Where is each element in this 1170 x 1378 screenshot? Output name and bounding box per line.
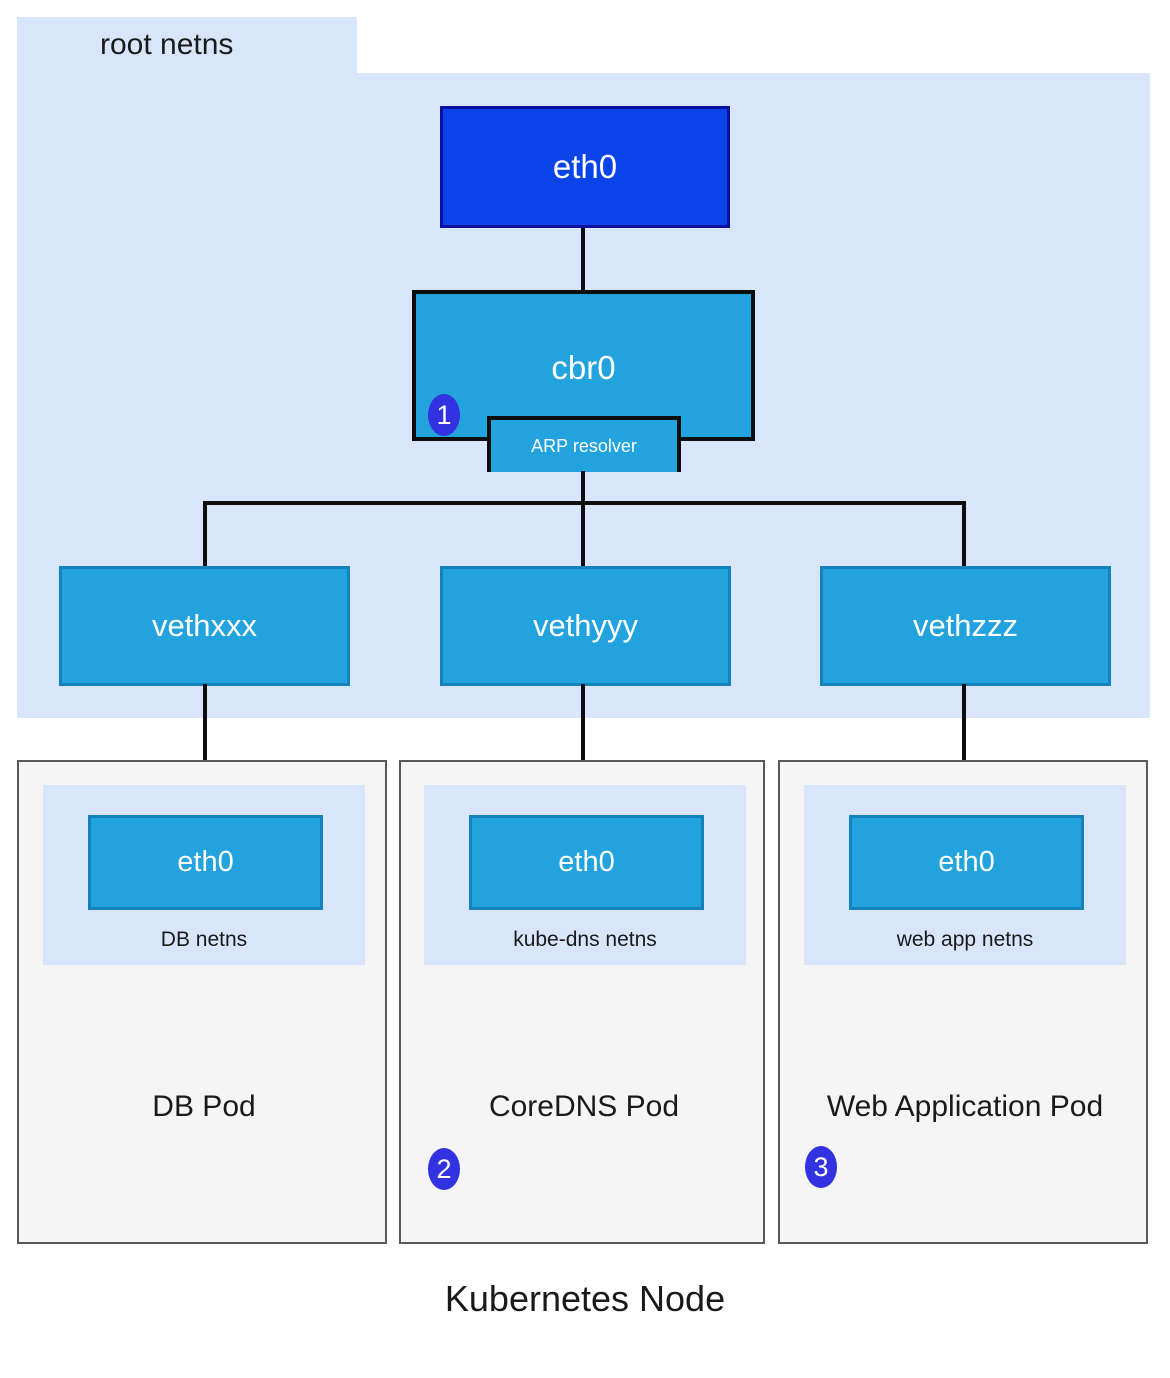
pod-eth0-label-db: eth0: [177, 846, 234, 878]
pod-eth0-box-webapp[interactable]: eth0: [849, 815, 1084, 910]
connector-bus-to-vethxxx: [203, 501, 207, 568]
connector-bus-to-vethzzz: [962, 501, 966, 568]
connector-bus-to-vethyyy: [581, 501, 585, 568]
arp-resolver-label: ARP resolver: [531, 435, 637, 456]
veth-label-vethzzz: vethzzz: [912, 608, 1019, 643]
connector-vethyyy-to-coredns-eth0: [581, 684, 585, 812]
pod-netns-panel-coredns: eth0 kube-dns netns: [424, 785, 746, 965]
pod-eth0-label-webapp: eth0: [938, 846, 995, 878]
pod-netns-panel-webapp: eth0 web app netns: [804, 785, 1126, 965]
pod-title-webapp: Web Application Pod: [826, 1090, 1104, 1123]
badge-2: 2: [428, 1148, 460, 1190]
pod-container-webapp[interactable]: eth0 web app netns Web Application Pod: [778, 760, 1148, 1244]
pod-eth0-label-coredns: eth0: [558, 846, 615, 878]
pod-netns-panel-db: eth0 DB netns: [43, 785, 365, 965]
cbr0-label: cbr0: [551, 349, 616, 386]
veth-box-vethzzz[interactable]: vethzzz: [820, 566, 1111, 686]
pod-netns-label-coredns: kube-dns netns: [513, 928, 657, 951]
diagram-caption: Kubernetes Node: [444, 1278, 726, 1319]
connector-vethzzz-to-webapp-eth0: [962, 684, 966, 812]
pod-netns-label-webapp: web app netns: [896, 928, 1034, 951]
veth-box-vethyyy[interactable]: vethyyy: [440, 566, 731, 686]
pod-eth0-box-db[interactable]: eth0: [88, 815, 323, 910]
arp-resolver-box[interactable]: ARP resolver: [487, 416, 681, 472]
badge-3: 3: [805, 1146, 837, 1188]
connector-eth0-to-cbr0: [581, 226, 585, 292]
root-netns-region-tab: [17, 17, 357, 75]
badge-1-number: 1: [436, 399, 452, 430]
badge-1: 1: [428, 394, 460, 436]
pod-container-db[interactable]: eth0 DB netns DB Pod: [17, 760, 387, 1244]
pod-title-db: DB Pod: [152, 1090, 256, 1123]
pod-netns-label-db: DB netns: [160, 928, 248, 951]
pod-container-coredns[interactable]: eth0 kube-dns netns CoreDNS Pod: [399, 760, 765, 1244]
veth-label-vethyyy: vethyyy: [532, 608, 639, 643]
veth-box-vethxxx[interactable]: vethxxx: [59, 566, 350, 686]
host-eth0-label: eth0: [552, 148, 618, 185]
pod-title-coredns: CoreDNS Pod: [488, 1090, 680, 1123]
badge-2-number: 2: [436, 1153, 452, 1184]
root-netns-label: root netns: [100, 28, 234, 61]
host-eth0-box[interactable]: eth0: [440, 106, 730, 228]
veth-label-vethxxx: vethxxx: [151, 608, 258, 643]
pod-eth0-box-coredns[interactable]: eth0: [469, 815, 704, 910]
connector-vethxxx-to-db-eth0: [203, 684, 207, 812]
badge-3-number: 3: [813, 1151, 829, 1182]
connector-cbr0-to-bus: [581, 471, 585, 505]
